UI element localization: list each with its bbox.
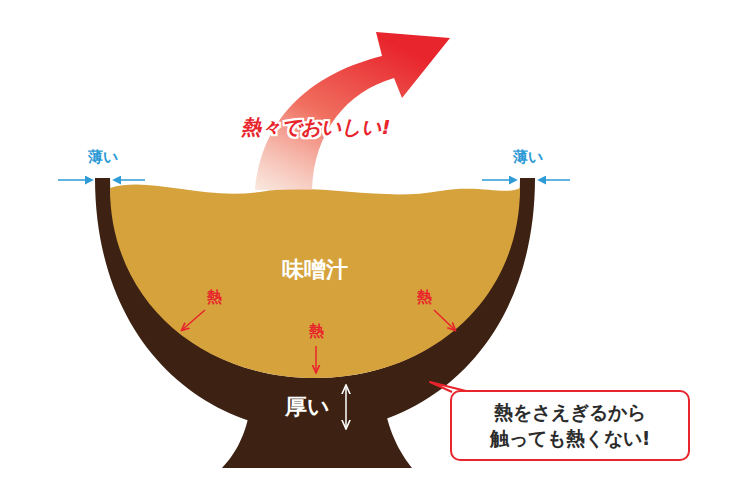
soup-label: 味噌汁 bbox=[282, 258, 348, 282]
heat-small-arrow bbox=[182, 310, 205, 330]
callout-box: 熱をさえぎるから 触っても熱くない! bbox=[450, 390, 690, 461]
thin-label: 薄い bbox=[513, 149, 543, 166]
heat-label: 熱 bbox=[417, 289, 432, 306]
heat-small-arrow bbox=[315, 346, 317, 372]
heat-small-arrow bbox=[434, 310, 455, 330]
thin-arrow bbox=[58, 179, 92, 181]
heat-label: 熱 bbox=[207, 289, 222, 306]
heat-arrow bbox=[255, 32, 450, 190]
callout-text: 熱をさえぎるから 触っても熱くない! bbox=[464, 400, 676, 451]
thin-arrow bbox=[114, 179, 145, 181]
thick-label: 厚い bbox=[285, 395, 330, 419]
thin-arrow bbox=[482, 179, 516, 181]
miso-soup bbox=[110, 185, 520, 378]
thin-label: 薄い bbox=[88, 149, 118, 166]
heat-label: 熱 bbox=[309, 323, 324, 340]
thickness-arrow bbox=[345, 386, 347, 405]
tagline: 熱々でおいしい! bbox=[241, 116, 390, 138]
thickness-arrow bbox=[345, 405, 347, 428]
thin-arrow bbox=[539, 179, 570, 181]
